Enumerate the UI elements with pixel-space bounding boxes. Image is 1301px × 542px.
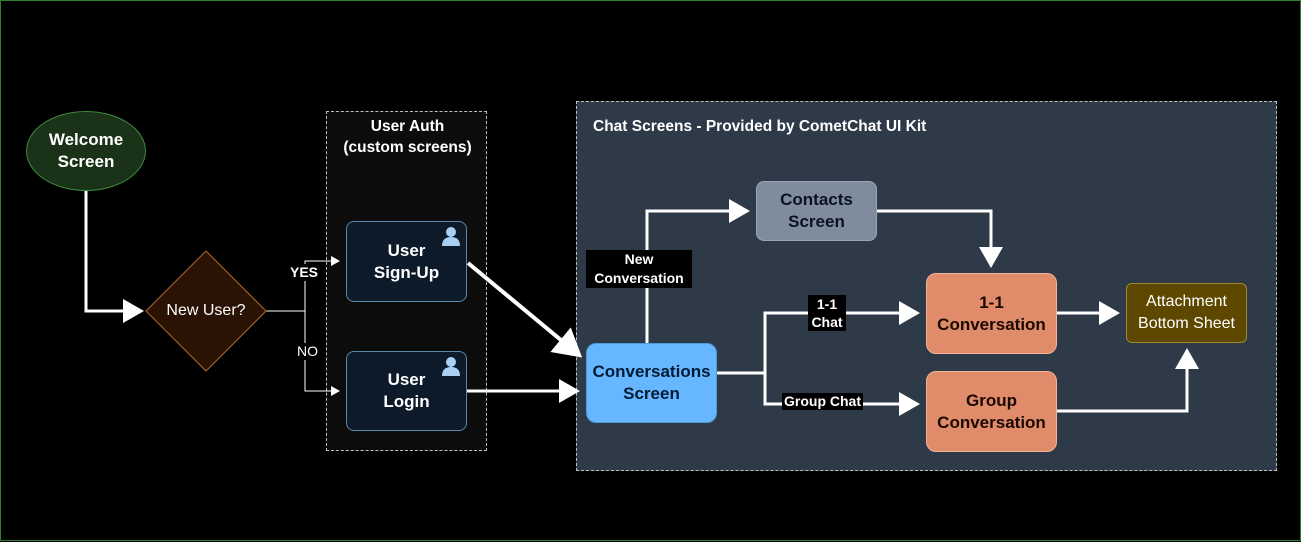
chat-screens-group-title: Chat Screens - Provided by CometChat UI …: [593, 118, 927, 135]
edge-label-group-chat: Group Chat: [782, 393, 863, 410]
edge-newuser-signup: [266, 256, 340, 312]
user-icon: [442, 357, 460, 376]
user-signup-label: User Sign-Up: [373, 240, 440, 282]
user-login-node: User Login: [346, 351, 467, 431]
edge-label-one-to-one-chat: 1-1 Chat: [808, 295, 846, 331]
group-conversation-label: Group Conversation: [937, 390, 1046, 432]
edge-newuser-login: [304, 311, 340, 396]
edge-conversations-group: [763, 373, 920, 416]
edge-welcome-newuser: [84, 191, 144, 323]
new-user-label: New User?: [166, 302, 246, 319]
edge-contacts-onetoone: [877, 209, 1003, 268]
conversations-screen-node: Conversations Screen: [586, 343, 717, 423]
welcome-screen-label: Welcome Screen: [48, 130, 124, 171]
user-login-label: User Login: [383, 370, 430, 411]
conversations-screen-label: Conversations Screen: [592, 362, 711, 403]
edge-label-no: NO: [295, 343, 320, 360]
welcome-screen-node: Welcome Screen: [26, 111, 146, 191]
edge-signup-conversations: [466, 261, 583, 358]
user-signup-node: User Sign-Up: [346, 221, 467, 302]
one-to-one-conversation-label: 1-1 Conversation: [937, 292, 1046, 334]
edge-conversations-contacts: [645, 199, 750, 343]
group-conversation-node: Group Conversation: [926, 371, 1057, 452]
edge-group-attachment: [1057, 348, 1199, 413]
edge-label-yes: YES: [288, 264, 321, 281]
new-user-decision-shape: [145, 250, 267, 372]
contacts-screen-label: Contacts Screen: [780, 190, 853, 231]
attachment-bottom-sheet-node: Attachment Bottom Sheet: [1126, 283, 1247, 343]
edge-label-new-conversation: New Conversation: [586, 250, 692, 288]
user-auth-group-title: User Auth (custom screens): [343, 118, 472, 156]
attachment-bottom-sheet-label: Attachment Bottom Sheet: [1138, 293, 1235, 332]
one-to-one-conversation-node: 1-1 Conversation: [926, 273, 1057, 354]
user-icon: [442, 227, 460, 246]
new-user-decision: New User?: [146, 291, 266, 331]
contacts-screen-node: Contacts Screen: [756, 181, 877, 241]
